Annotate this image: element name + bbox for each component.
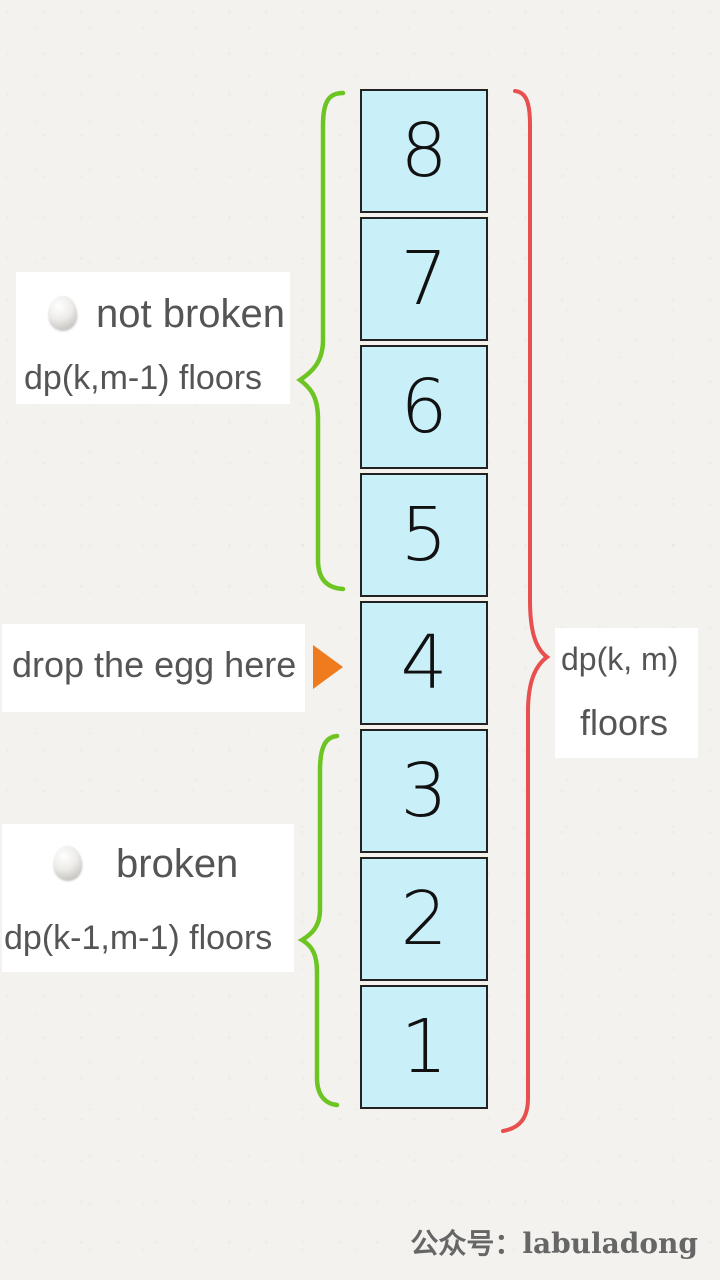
floor-number: 7	[400, 236, 448, 322]
floor-number: 5	[400, 492, 448, 578]
floor-box: 5	[360, 473, 488, 597]
floor-box: 8	[360, 89, 488, 213]
floor-stack: 8 7 6 5 4 3 2 1	[360, 89, 492, 1113]
floor-number: 3	[400, 748, 448, 834]
floor-box: 4	[360, 601, 488, 725]
lower-label-box	[2, 824, 294, 972]
lower-floors-label: dp(k-1,m-1) floors	[4, 919, 273, 957]
lower-title: broken	[116, 842, 239, 886]
total-label-line1: dp(k, m)	[561, 641, 679, 677]
floor-box: 7	[360, 217, 488, 341]
upper-green-brace	[296, 90, 346, 592]
floor-box: 1	[360, 985, 488, 1109]
floor-number: 8	[400, 108, 448, 194]
total-label-box	[555, 628, 698, 758]
floor-number: 6	[400, 364, 448, 450]
floor-box: 6	[360, 345, 488, 469]
drop-point-label: drop the egg here	[12, 644, 297, 685]
floor-number: 2	[400, 876, 448, 962]
upper-title: not broken	[96, 292, 286, 336]
total-label-line2: floors	[580, 702, 669, 743]
floor-box: 2	[360, 857, 488, 981]
watermark: 公众号：labuladong	[410, 1227, 698, 1260]
upper-floors-label: dp(k,m-1) floors	[24, 359, 263, 397]
floor-box: 3	[360, 729, 488, 853]
egg-icon	[54, 846, 82, 880]
lower-green-brace	[297, 733, 340, 1108]
floor-number: 4	[400, 620, 448, 706]
drop-label-box	[2, 624, 305, 712]
total-red-brace	[501, 89, 551, 1133]
floor-number: 1	[400, 1004, 448, 1090]
upper-label-box	[16, 272, 290, 404]
egg-icon	[49, 296, 77, 330]
orange-triangle-arrow-icon	[313, 645, 343, 689]
